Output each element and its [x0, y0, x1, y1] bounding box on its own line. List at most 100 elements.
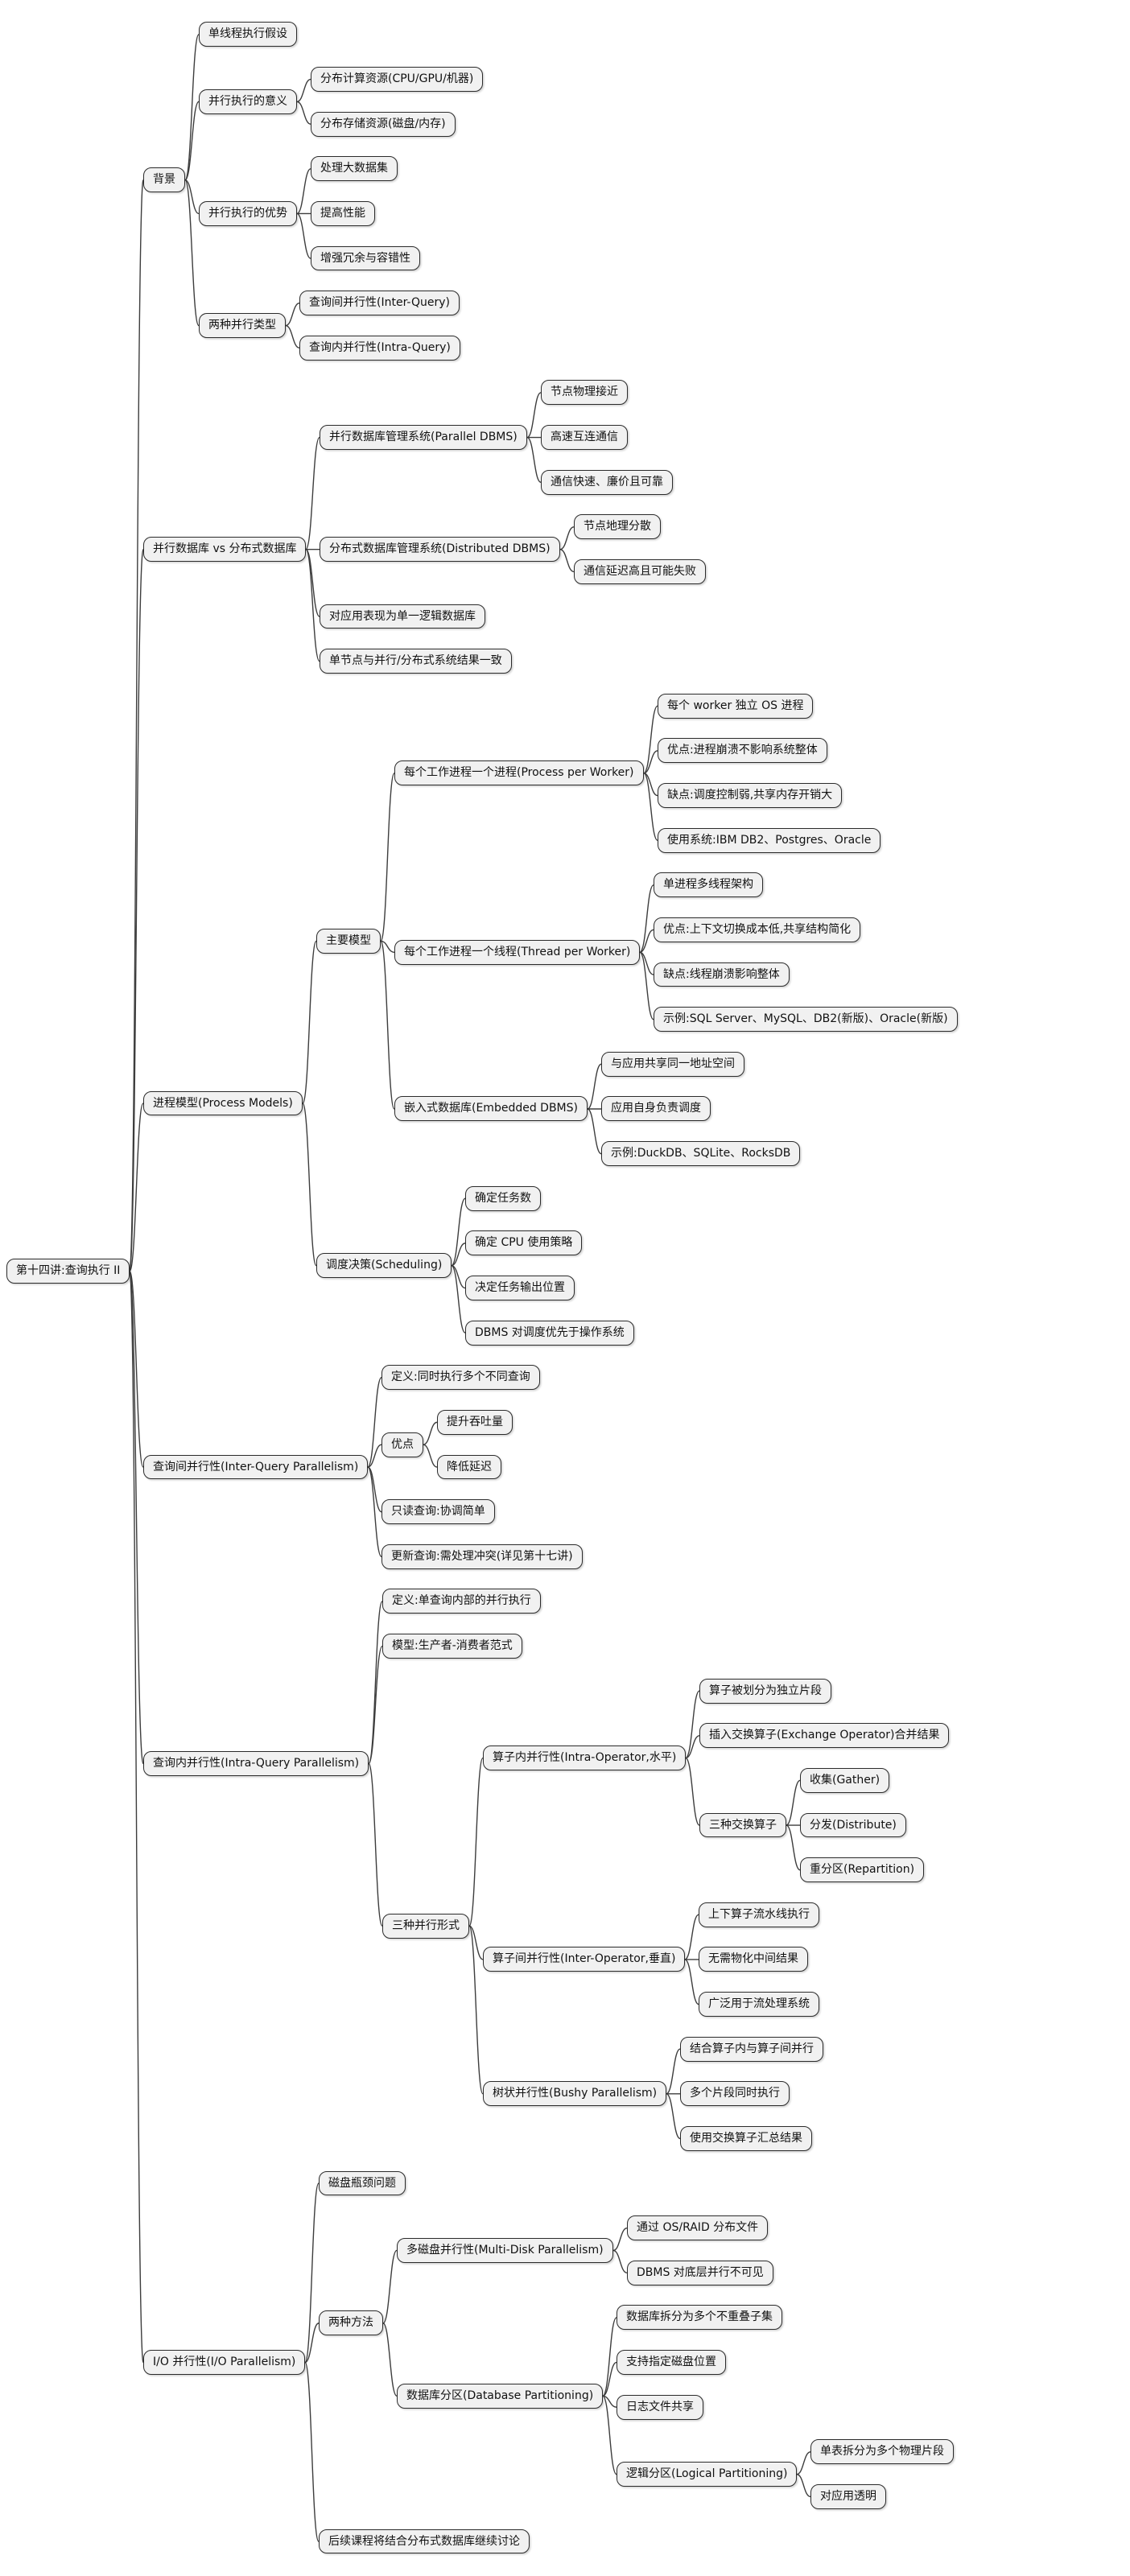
- connector-path: [451, 1264, 466, 1333]
- mindmap-node[interactable]: 每个 worker 独立 OS 进程: [658, 693, 814, 719]
- connector-path: [643, 705, 658, 774]
- mindmap-node[interactable]: 对应用表现为单一逻辑数据库: [320, 604, 485, 629]
- mindmap-node[interactable]: 收集(Gather): [800, 1767, 890, 1793]
- connector-path: [666, 2048, 681, 2095]
- mindmap-node[interactable]: 算子被划分为独立片段: [699, 1678, 831, 1704]
- mindmap-node[interactable]: 逻辑分区(Logical Partitioning): [617, 2462, 798, 2487]
- mindmap-node[interactable]: DBMS 对底层并行不可见: [627, 2260, 773, 2285]
- mindmap-node[interactable]: 应用自身负责调度: [601, 1096, 711, 1122]
- mindmap-node[interactable]: 树状并行性(Bushy Parallelism): [483, 2081, 667, 2107]
- mindmap-node[interactable]: 数据库分区(Database Partitioning): [397, 2383, 604, 2409]
- connector-path: [643, 773, 658, 797]
- mindmap-node[interactable]: 查询内并行性(Intra-Query Parallelism): [143, 1751, 369, 1776]
- mindmap-node[interactable]: 节点物理接近: [541, 380, 628, 406]
- mindmap-node[interactable]: 单节点与并行/分布式系统结果一致: [320, 649, 512, 674]
- mindmap-node[interactable]: 定义:同时执行多个不同查询: [381, 1365, 540, 1391]
- mindmap-node[interactable]: 第十四讲:查询执行 II: [6, 1259, 130, 1284]
- mindmap-node[interactable]: 降低延迟: [437, 1454, 501, 1480]
- mindmap-node[interactable]: 进程模型(Process Models): [143, 1090, 303, 1116]
- mindmap-node[interactable]: 广泛用于流处理系统: [699, 1992, 819, 2017]
- connector-path: [587, 1108, 602, 1155]
- mindmap-node[interactable]: 定义:单查询内部的并行执行: [382, 1589, 541, 1614]
- mindmap-node[interactable]: 后续课程将结合分布式数据库继续讨论: [319, 2529, 530, 2554]
- mindmap-node[interactable]: 分布式数据库管理系统(Distributed DBMS): [320, 537, 560, 563]
- connector-path: [184, 101, 200, 181]
- mindmap-node[interactable]: 决定任务输出位置: [465, 1276, 575, 1300]
- mindmap-node[interactable]: 插入交换算子(Exchange Operator)合并结果: [699, 1723, 950, 1749]
- mindmap-node[interactable]: 并行数据库 vs 分布式数据库: [143, 537, 307, 563]
- mindmap-node[interactable]: 两种方法: [319, 2310, 383, 2336]
- connector-path: [368, 1645, 383, 1765]
- mindmap-node[interactable]: 并行执行的意义: [199, 89, 297, 114]
- mindmap-node[interactable]: 确定任务数: [465, 1185, 541, 1211]
- mindmap-node[interactable]: 结合算子内与算子间并行: [680, 2036, 823, 2062]
- connector-path: [423, 1444, 438, 1468]
- mindmap-node[interactable]: 示例:DuckDB、SQLite、RocksDB: [601, 1141, 801, 1166]
- mindmap-node[interactable]: 通信延迟高且可能失败: [574, 558, 706, 584]
- mindmap-node[interactable]: 分布存储资源(磁盘/内存): [311, 111, 456, 137]
- mindmap-node[interactable]: 增强冗余与容错性: [311, 245, 420, 271]
- connector-path: [367, 1444, 382, 1468]
- connector-path: [685, 1690, 700, 1759]
- mindmap-node[interactable]: 每个工作进程一个进程(Process per Worker): [394, 760, 644, 786]
- mindmap-node[interactable]: 确定 CPU 使用策略: [465, 1230, 583, 1256]
- mindmap-node[interactable]: 无需物化中间结果: [699, 1947, 808, 1972]
- mindmap-node[interactable]: 示例:SQL Server、MySQL、DB2(新版)、Oracle(新版): [654, 1007, 958, 1032]
- mindmap-node[interactable]: 节点地理分散: [574, 514, 661, 540]
- mindmap-node[interactable]: 算子间并行性(Inter-Operator,垂直): [483, 1947, 686, 1972]
- mindmap-node[interactable]: 分布计算资源(CPU/GPU/机器): [311, 67, 484, 92]
- mindmap-node[interactable]: 对应用透明: [810, 2483, 886, 2509]
- connector-path: [296, 168, 311, 215]
- mindmap-node[interactable]: 三种交换算子: [699, 1812, 786, 1838]
- mindmap-node[interactable]: 缺点:线程崩溃影响整体: [654, 962, 790, 987]
- mindmap-node[interactable]: 提升吞吐量: [437, 1409, 513, 1435]
- mindmap-node[interactable]: 通信快速、廉价且可靠: [541, 469, 673, 495]
- mindmap-node[interactable]: 单线程执行假设: [199, 22, 297, 47]
- mindmap-node[interactable]: 每个工作进程一个线程(Thread per Worker): [394, 939, 641, 965]
- connector-path: [305, 436, 320, 550]
- mindmap-node[interactable]: 支持指定磁盘位置: [617, 2350, 726, 2375]
- mindmap-node[interactable]: 优点: [381, 1432, 423, 1457]
- mindmap-node[interactable]: 通过 OS/RAID 分布文件: [627, 2215, 769, 2241]
- mindmap-node[interactable]: 嵌入式数据库(Embedded DBMS): [394, 1096, 588, 1122]
- mindmap-node[interactable]: 数据库拆分为多个不重叠子集: [617, 2305, 782, 2331]
- mindmap-node[interactable]: 查询间并行性(Inter-Query): [299, 291, 460, 316]
- mindmap-node[interactable]: 处理大数据集: [311, 156, 398, 182]
- connector-path: [285, 324, 300, 349]
- connector-path: [684, 1914, 699, 1960]
- mindmap-node[interactable]: 磁盘瓶颈问题: [319, 2170, 406, 2196]
- mindmap-node[interactable]: 多磁盘并行性(Multi-Disk Parallelism): [397, 2237, 613, 2263]
- mindmap-node[interactable]: 提高性能: [311, 200, 375, 226]
- mindmap-node[interactable]: 两种并行类型: [199, 313, 286, 338]
- mindmap-node[interactable]: 更新查询:需处理冲突(详见第十七讲): [381, 1544, 583, 1569]
- mindmap-node[interactable]: 模型:生产者-消费者范式: [382, 1634, 522, 1659]
- mindmap-node[interactable]: 缺点:调度控制弱,共享内存开销大: [658, 783, 843, 808]
- mindmap-node[interactable]: 与应用共享同一地址空间: [601, 1051, 744, 1077]
- mindmap-node[interactable]: 多个片段同时执行: [680, 2081, 790, 2107]
- connector-path: [666, 2093, 681, 2140]
- mindmap-node[interactable]: 优点:进程崩溃不影响系统整体: [658, 738, 827, 764]
- mindmap-node[interactable]: 使用交换算子汇总结果: [680, 2125, 812, 2151]
- mindmap-node[interactable]: 三种并行形式: [382, 1913, 469, 1939]
- mindmap-node[interactable]: 高速互连通信: [541, 425, 628, 450]
- mindmap-node[interactable]: 日志文件共享: [617, 2394, 703, 2420]
- mindmap-node[interactable]: DBMS 对调度优先于操作系统: [465, 1320, 634, 1346]
- mindmap-node[interactable]: 使用系统:IBM DB2、Postgres、Oracle: [658, 827, 881, 853]
- mindmap-node[interactable]: 算子内并行性(Intra-Operator,水平): [483, 1745, 687, 1770]
- mindmap-node[interactable]: 并行执行的优势: [199, 200, 297, 226]
- mindmap-node[interactable]: 查询间并行性(Inter-Query Parallelism): [143, 1454, 369, 1480]
- mindmap-node[interactable]: 调度决策(Scheduling): [316, 1253, 452, 1279]
- mindmap-node[interactable]: 单表拆分为多个物理片段: [810, 2439, 954, 2465]
- connector-path: [296, 212, 311, 259]
- mindmap-node[interactable]: 重分区(Repartition): [800, 1857, 925, 1883]
- mindmap-node[interactable]: 上下算子流水线执行: [699, 1902, 819, 1927]
- mindmap-node[interactable]: I/O 并行性(I/O Parallelism): [143, 2350, 306, 2375]
- mindmap-node[interactable]: 查询内并行性(Intra-Query): [299, 335, 460, 361]
- mindmap-node[interactable]: 主要模型: [316, 928, 381, 954]
- mindmap-node[interactable]: 单进程多线程架构: [654, 872, 763, 898]
- mindmap-node[interactable]: 并行数据库管理系统(Parallel DBMS): [320, 425, 527, 450]
- mindmap-node[interactable]: 分发(Distribute): [800, 1812, 906, 1838]
- mindmap-node[interactable]: 背景: [143, 167, 185, 193]
- mindmap-node[interactable]: 只读查询:协调简单: [381, 1499, 495, 1525]
- mindmap-node[interactable]: 优点:上下文切换成本低,共享结构简化: [654, 917, 861, 942]
